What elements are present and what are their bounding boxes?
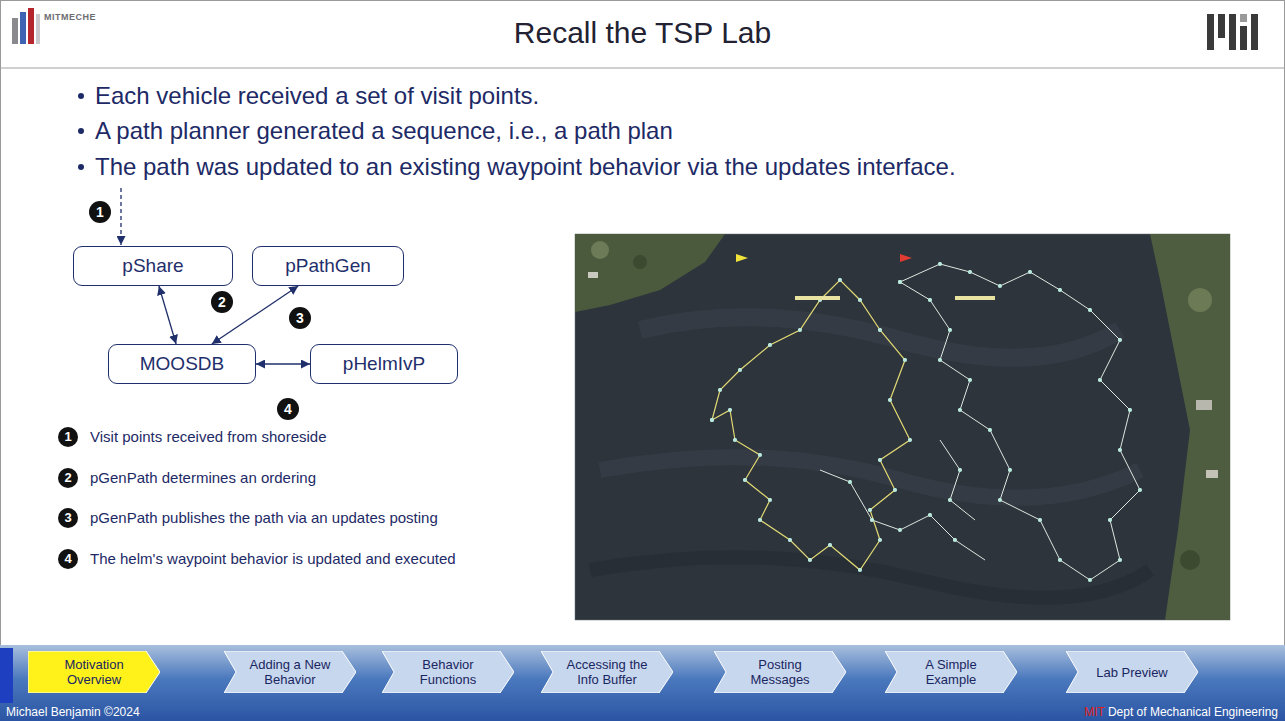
- process-box: pPathGen: [252, 246, 404, 286]
- tab-outline: [885, 651, 1017, 693]
- nav-tab: A Simple Example: [885, 651, 1017, 693]
- tab-outline: [382, 651, 514, 693]
- footer-mit: MIT: [1084, 705, 1105, 719]
- tab-outline: [28, 651, 160, 693]
- bullet-dot: [78, 164, 84, 170]
- tab-outline: [224, 651, 356, 693]
- slide-title: Recall the TSP Lab: [0, 16, 1285, 50]
- footer-author: Michael Benjamin ©2024: [6, 705, 140, 719]
- connector: [212, 286, 298, 344]
- box-label: pPathGen: [285, 255, 371, 277]
- bullet-text: A path planner generated a sequence, i.e…: [95, 117, 673, 145]
- tab-label: Accessing the Info Buffer: [556, 657, 658, 687]
- bullet-text: Each vehicle received a set of visit poi…: [95, 82, 539, 110]
- tab-label: Adding a New Behavior: [239, 657, 341, 687]
- mit-logo: [1207, 14, 1258, 50]
- nav-tab: Motivation Overview: [28, 651, 160, 693]
- step-text: Visit points received from shoreside: [90, 428, 327, 445]
- header-rule: [0, 68, 1285, 69]
- process-box: pHelmIvP: [310, 344, 458, 384]
- callout-number: 2: [211, 291, 233, 313]
- callout-number: 4: [277, 398, 299, 420]
- nav-band: [0, 645, 1285, 721]
- callout-number: 4: [58, 549, 78, 569]
- nav-tab: Posting Messages: [714, 651, 846, 693]
- process-box: MOOSDB: [108, 344, 256, 384]
- step-text: pGenPath determines an ordering: [90, 469, 316, 486]
- callout-number: 3: [58, 508, 78, 528]
- callout-number: 1: [89, 201, 111, 223]
- process-box: pShare: [73, 246, 233, 286]
- box-label: pShare: [122, 255, 183, 277]
- nav-marker: [0, 648, 13, 703]
- nav-tab: Adding a New Behavior: [224, 651, 356, 693]
- nav-tab: Lab Preview: [1066, 651, 1198, 693]
- logo-text: MITMECHE: [44, 12, 96, 22]
- callout-number: 2: [58, 468, 78, 488]
- box-label: pHelmIvP: [343, 353, 425, 375]
- footer-dept: Dept of Mechanical Engineering: [1108, 705, 1278, 719]
- tab-label: Motivation Overview: [43, 657, 145, 687]
- box-label: MOOSDB: [140, 353, 224, 375]
- bullet-dot: [78, 128, 84, 134]
- tab-outline: [714, 651, 846, 693]
- callout-number: 1: [58, 427, 78, 447]
- tab-label: Lab Preview: [1096, 665, 1168, 680]
- tab-label: Behavior Functions: [397, 657, 499, 687]
- callout-number: 3: [289, 307, 311, 329]
- incoming-dashed-arrow: [120, 188, 121, 245]
- meche-logo: [12, 8, 40, 44]
- step-text: pGenPath publishes the path via an updat…: [90, 509, 438, 526]
- tab-label: A Simple Example: [900, 657, 1002, 687]
- nav-tab: Behavior Functions: [382, 651, 514, 693]
- tab-label: Posting Messages: [729, 657, 831, 687]
- step-text: The helm's waypoint behavior is updated …: [90, 550, 456, 567]
- tab-outline: [541, 651, 673, 693]
- satellite-map: [575, 234, 1230, 620]
- bullet-text: The path was updated to an existing wayp…: [95, 153, 956, 181]
- connector: [159, 286, 176, 344]
- connector: [256, 363, 310, 364]
- bullet-dot: [78, 93, 84, 99]
- nav-tab: Accessing the Info Buffer: [541, 651, 673, 693]
- tab-outline: [1066, 651, 1198, 693]
